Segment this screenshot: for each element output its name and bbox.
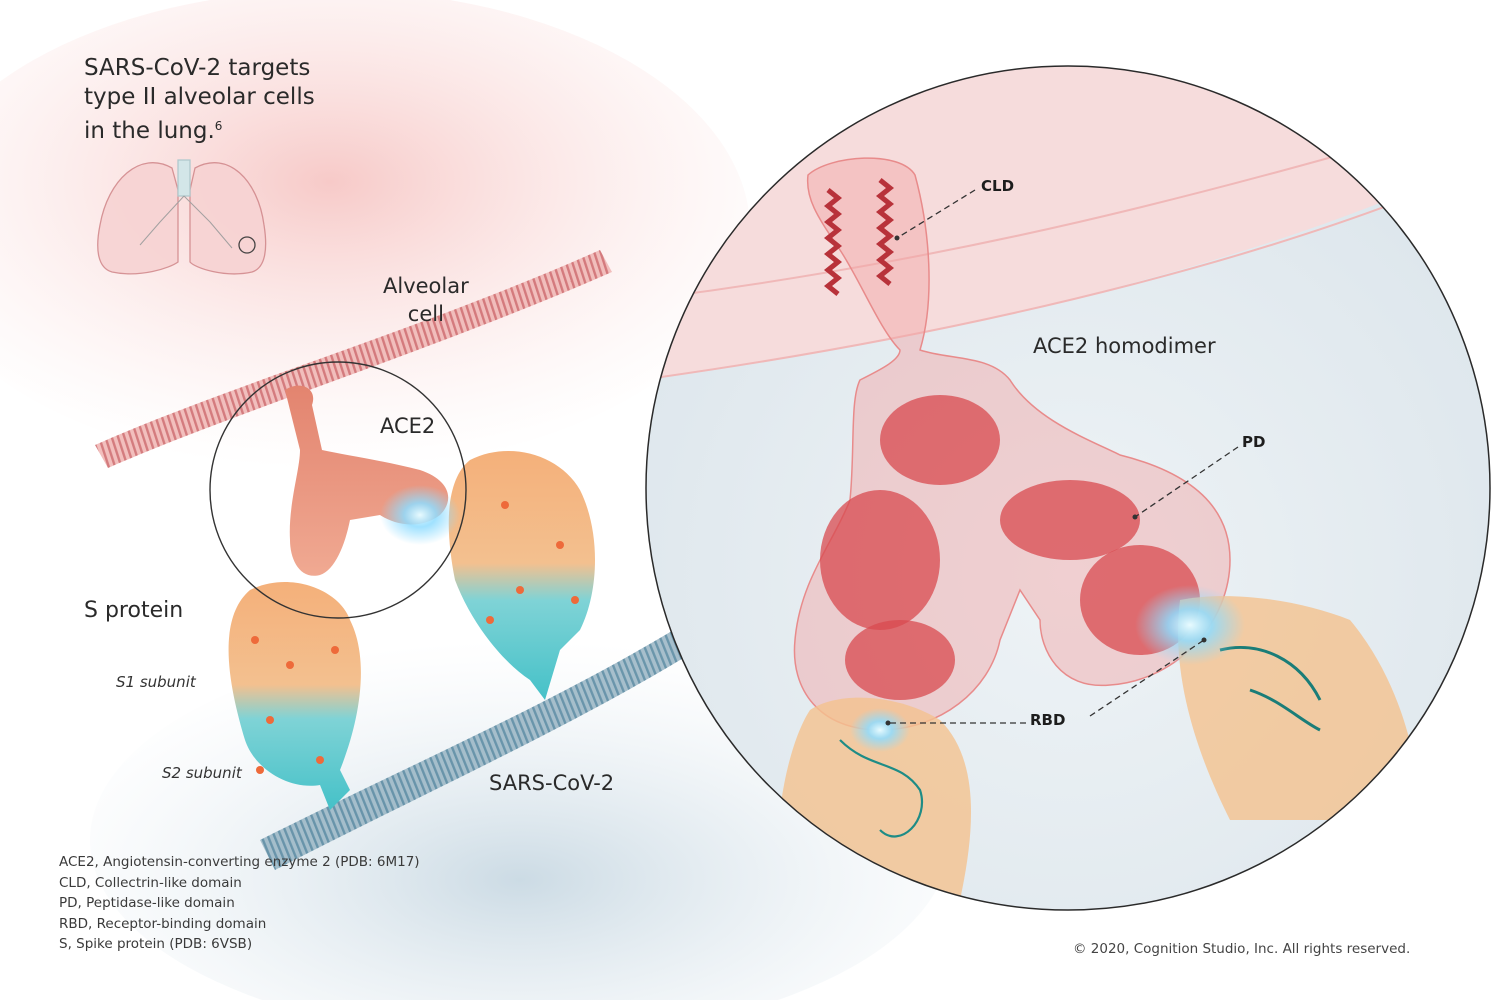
ace2-homodimer-label: ACE2 homodimer (1033, 334, 1216, 358)
s-protein-label: S protein (84, 598, 184, 623)
pd-domain (820, 395, 1200, 700)
lung-icon (97, 159, 267, 275)
alveolar-cell-body (0, 0, 750, 470)
abbreviation-legend: ACE2, Angiotensin-converting enzyme 2 (P… (59, 852, 420, 955)
zoom-view (646, 66, 1490, 910)
legend-item: ACE2, Angiotensin-converting enzyme 2 (P… (59, 854, 420, 870)
ace2-protein (285, 385, 449, 576)
alveolar-cell-label: Alveolar cell (383, 274, 469, 326)
spike-protein-right (448, 451, 595, 700)
legend-item: CLD, Collectrin-like domain (59, 874, 242, 891)
sars-cov-2-label: SARS-CoV-2 (489, 771, 615, 795)
figure-title: SARS-CoV-2 targets type II alveolar cell… (84, 55, 315, 144)
legend-item: PD, Peptidase-like domain (59, 895, 235, 911)
s2-subunit-label: S2 subunit (162, 764, 242, 782)
pd-label: PD (1242, 433, 1266, 451)
glycan-marks (251, 501, 579, 774)
virus-membrane (260, 620, 700, 870)
binding-glow (380, 485, 460, 545)
s1-subunit-label: S1 subunit (116, 673, 196, 691)
rbd-right (1178, 596, 1420, 820)
zoom-circle (645, 65, 1491, 911)
cld-label: CLD (981, 177, 1015, 195)
callout-lines (888, 189, 1239, 724)
spike-protein-left (228, 581, 361, 810)
rbd-label: RBD (1030, 711, 1066, 729)
focus-circle (209, 361, 467, 619)
legend-item: RBD, Receptor-binding domain (59, 915, 267, 932)
alveolar-membrane (95, 250, 612, 468)
copyright-notice: © 2020, Cognition Studio, Inc. All right… (1073, 941, 1411, 957)
ace2-label: ACE2 (380, 414, 436, 438)
cld-helices (823, 178, 895, 296)
legend-item: S, Spike protein (PDB: 6VSB) (59, 936, 253, 952)
